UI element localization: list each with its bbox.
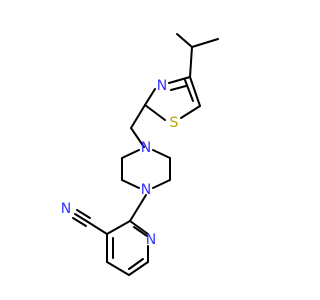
bond-ipr-ch3-left — [176, 33, 193, 48]
bond-pyr-c6-c5 — [128, 261, 149, 276]
bond-thiazole-c2-s1 — [144, 104, 166, 121]
bond-nitrile-triple-1 — [74, 213, 89, 223]
bond-pip-right-nbottom — [152, 179, 171, 189]
bond-thiazole-c5-c4 — [189, 76, 201, 107]
bond-ch2-n-top — [130, 127, 145, 148]
structure-svg: N S N N N N — [61, 33, 219, 276]
bond-c3-nitrile-c — [87, 221, 108, 235]
bond-thiazole-n3-c2 — [144, 88, 156, 106]
atom-thiazole-s: S — [170, 115, 179, 131]
bond-pip-left-ntop — [121, 149, 140, 159]
bond-c2-ch2 — [130, 104, 146, 129]
bond-pyr-c5-c4 — [106, 261, 130, 276]
atom-pyridine-n: N — [146, 232, 156, 248]
atom-piperazine-n-bottom: N — [141, 182, 151, 198]
atom-piperazine-n-top: N — [141, 140, 151, 156]
bond-thiazole-c5-c4-double — [184, 79, 194, 102]
bond-pyr-c2-n1-double — [133, 226, 148, 237]
bond-thiazole-c4-n3-double — [170, 85, 187, 91]
bond-pyr-c3-c2 — [106, 220, 131, 235]
molecule-diagram: N S N N N N — [61, 33, 219, 276]
bond-thiazole-c4-n3 — [168, 76, 191, 84]
bond-ipr-ch3-right — [191, 38, 219, 48]
bond-pyr-c6-c5-double — [128, 258, 144, 270]
bond-nbottom-pyridine — [129, 194, 147, 222]
bond-pip-nbottom-left — [121, 179, 140, 189]
bond-pip-ntop-right — [152, 149, 171, 159]
bond-ipr-ch-ring — [189, 46, 193, 78]
bond-nitrile-triple-2 — [76, 209, 91, 219]
atom-thiazole-n: N — [157, 78, 167, 94]
bond-thiazole-s1-c5 — [180, 105, 201, 119]
bond-nitrile-triple-3 — [72, 217, 87, 227]
bond-pyr-c2-n1 — [129, 220, 149, 235]
atom-nitrile-n: N — [61, 201, 71, 217]
